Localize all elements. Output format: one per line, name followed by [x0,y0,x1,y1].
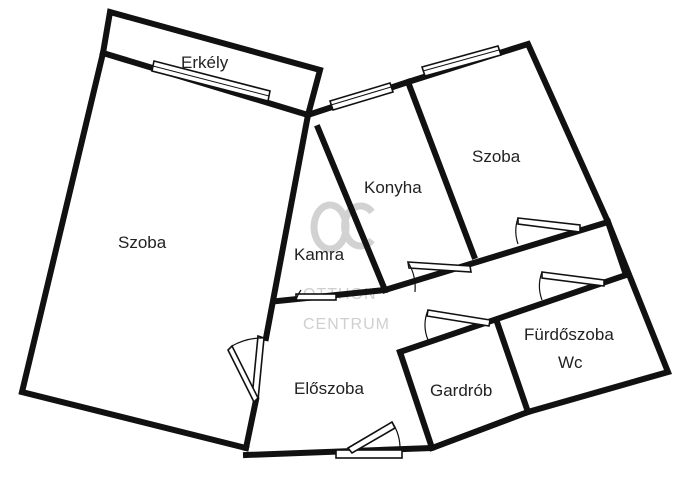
door-szoba-left [227,334,265,404]
window-konyha [328,82,395,111]
corridor-right-wall [604,218,630,279]
door-konyha [407,261,472,293]
gardrob-right-wall [493,318,532,416]
door-furdoszoba [538,271,605,301]
label-eloszoba: Előszoba [294,379,364,398]
label-wc: Wc [558,353,583,372]
gardrob-left-wall [396,348,436,452]
szoba-left-inner-wall-lower [242,396,260,452]
label-szoba-left: Szoba [118,233,167,252]
szoba-left-outer-wall [18,49,250,452]
label-kamra: Kamra [294,245,345,264]
balcony-wall [99,8,324,119]
label-szoba-right: Szoba [472,147,521,166]
label-konyha: Konyha [364,178,422,197]
label-erkely: Erkély [181,53,229,72]
door-entrance [346,420,401,455]
window-balcony [151,60,271,102]
label-furdoszoba: Fürdőszoba [524,325,614,344]
window-szoba-right [420,45,503,77]
corridor-bottom-wall [396,271,630,356]
label-gardrob: Gardrób [430,381,492,400]
door-gardrob [424,309,491,341]
room-szoba-left [18,49,312,452]
konyha-szoba-wall [404,78,478,260]
corridor-top-wall [381,218,612,294]
konyha-kamra-wall [314,124,389,294]
watermark-logo-icon [310,201,375,253]
door-kamra [295,289,337,301]
watermark-line2: CENTRUM [303,316,390,333]
door-szoba-right [515,217,581,245]
szoba-left-inner-wall-upper [262,111,312,342]
window-entrance [335,449,403,459]
